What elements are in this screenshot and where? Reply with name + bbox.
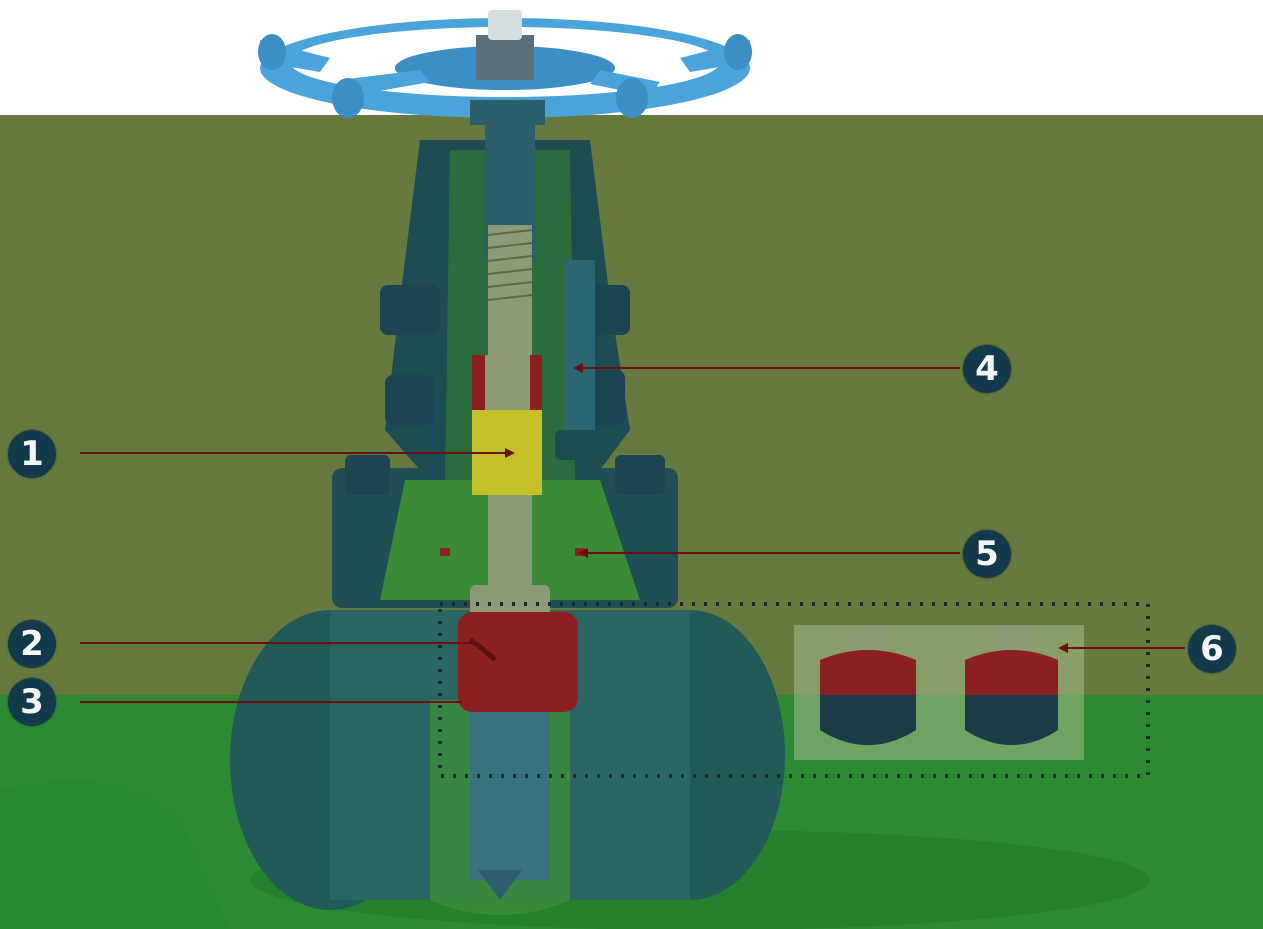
callout-4-badge: 4: [963, 345, 1011, 393]
handwheel-icon: [258, 10, 752, 125]
callout-5-badge: 5: [963, 530, 1011, 578]
valve-body-icon: [230, 610, 785, 915]
floor-shadow: [0, 780, 230, 929]
callout-1-badge: 1: [8, 430, 56, 478]
leader-arrowheads: [505, 363, 1068, 653]
callout-2-badge: 2: [8, 620, 56, 668]
callout-3-badge: 3: [8, 678, 56, 726]
disc-assembly: [458, 612, 578, 712]
callout-6-badge: 6: [1188, 625, 1236, 673]
disc-variants-inset: [438, 602, 1150, 778]
leader-lines: [80, 367, 1185, 703]
